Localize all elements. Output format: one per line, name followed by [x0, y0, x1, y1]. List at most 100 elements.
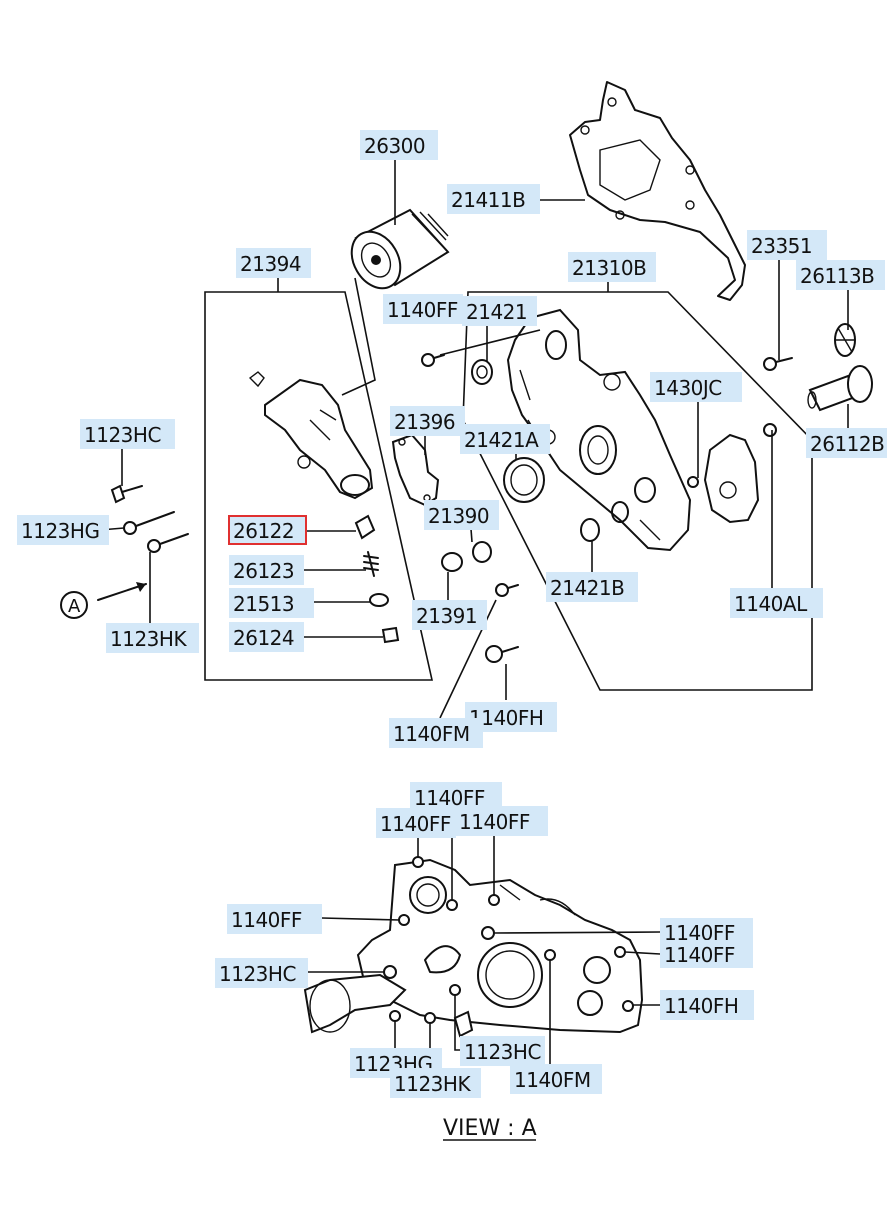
seal-21421A	[503, 457, 545, 503]
part-label-21421B[interactable]: 21421B	[546, 572, 638, 602]
svg-text:1123HK: 1123HK	[110, 627, 187, 651]
part-label-1123HK-b[interactable]: 1123HK	[390, 1068, 481, 1098]
bolt-1140FM	[495, 583, 519, 597]
svg-text:23351: 23351	[751, 234, 812, 258]
part-label-23351[interactable]: 23351	[747, 230, 827, 260]
relief-spring-26123	[363, 551, 379, 577]
part-label-1140FF-b[interactable]: 1140FF	[410, 782, 502, 812]
part-label-21421[interactable]: 21421	[462, 296, 537, 326]
svg-text:1140FH: 1140FH	[664, 994, 738, 1018]
bolt-1140FF	[421, 353, 445, 367]
part-label-1123HG-upper[interactable]: 1123HG	[17, 515, 109, 545]
part-label-1140FH-b[interactable]: 1140FH	[660, 990, 754, 1020]
part-label-1140AL[interactable]: 1140AL	[730, 588, 823, 618]
svg-text:1140FF: 1140FF	[380, 812, 451, 836]
gear-26113B	[834, 323, 856, 357]
part-label-1140FF-c[interactable]: 1140FF	[376, 808, 456, 838]
part-label-1140FF-g[interactable]: 1140FF	[660, 940, 753, 968]
bolt-1140AL	[763, 423, 777, 437]
svg-text:21396: 21396	[394, 410, 455, 434]
leader-1140FF-upper	[439, 329, 541, 356]
group-bracket-21310B	[462, 280, 813, 691]
part-label-21513[interactable]: 21513	[229, 588, 314, 618]
part-label-1123HC-b[interactable]: 1123HC	[215, 958, 308, 988]
svg-text:1140FM: 1140FM	[514, 1068, 591, 1092]
gear-cover-plate	[703, 433, 760, 524]
seal-21421B	[580, 518, 600, 542]
part-label-1140FF-e[interactable]: 1140FF	[227, 904, 322, 934]
part-label-21394[interactable]: 21394	[236, 248, 311, 278]
seal-21421	[471, 359, 493, 385]
svg-text:1140FM: 1140FM	[393, 722, 470, 746]
part-label-26112B[interactable]: 26112B	[806, 428, 887, 458]
part-label-26113B[interactable]: 26113B	[796, 260, 885, 290]
gear-shaft-26112B	[807, 365, 873, 412]
plug-21391	[441, 552, 463, 572]
part-label-21391[interactable]: 21391	[412, 600, 487, 630]
svg-text:26113B: 26113B	[800, 264, 874, 288]
svg-text:21411B: 21411B	[451, 188, 525, 212]
oring-21390	[472, 541, 492, 563]
leader-1123HC-c	[454, 995, 462, 1051]
svg-text:21310B: 21310B	[572, 256, 646, 280]
svg-text:1140FF: 1140FF	[231, 908, 302, 932]
part-label-1140FM-b[interactable]: 1140FM	[510, 1064, 602, 1094]
svg-text:21390: 21390	[428, 504, 489, 528]
view-a-pump-assembly	[303, 856, 644, 1038]
bolt-1123HG	[123, 511, 175, 535]
bolt-23351	[763, 357, 793, 371]
part-label-21310B[interactable]: 21310B	[568, 252, 656, 282]
part-label-1140FF-d[interactable]: 1140FF	[455, 806, 548, 836]
leader-1140FF-e	[321, 917, 401, 921]
svg-text:26124: 26124	[233, 626, 294, 650]
svg-text:1430JC: 1430JC	[654, 376, 722, 400]
svg-text:21513: 21513	[233, 592, 294, 616]
bolt-1123HK	[147, 533, 189, 553]
part-label-1123HC-upper[interactable]: 1123HC	[80, 419, 175, 449]
svg-text:26122: 26122	[233, 519, 294, 543]
part-label-1140FF-upper[interactable]: 1140FF	[383, 294, 463, 324]
svg-text:1123HK: 1123HK	[394, 1072, 471, 1096]
part-label-1140FM-upper[interactable]: 1140FM	[389, 718, 483, 748]
bracket-21394	[248, 371, 374, 500]
part-label-1123HK-upper[interactable]: 1123HK	[106, 623, 199, 653]
part-label-21390[interactable]: 21390	[424, 500, 499, 530]
part-label-21421A[interactable]: 21421A	[460, 424, 550, 454]
part-label-26124[interactable]: 26124	[229, 622, 304, 652]
part-label-26122[interactable]: 26122	[228, 515, 307, 545]
washer-21513	[369, 593, 389, 607]
part-label-1123HC-c[interactable]: 1123HC	[460, 1036, 545, 1066]
svg-text:1123HC: 1123HC	[464, 1040, 541, 1064]
leader-1140FF-g	[624, 951, 661, 955]
svg-text:1140FF: 1140FF	[459, 810, 530, 834]
svg-text:1123HC: 1123HC	[84, 423, 161, 447]
cover-21396	[391, 433, 440, 507]
svg-text:21421: 21421	[466, 300, 527, 324]
view-marker-a: A	[68, 596, 81, 617]
leader-filter-to-bracket	[341, 277, 376, 396]
oil-filter-26300	[350, 208, 450, 290]
part-label-1430JC[interactable]: 1430JC	[650, 372, 742, 402]
part-label-26123[interactable]: 26123	[229, 555, 304, 585]
svg-text:21421A: 21421A	[464, 428, 539, 452]
plug-26124	[381, 626, 400, 644]
svg-text:1123HC: 1123HC	[219, 962, 296, 986]
bolt-1123HC	[110, 484, 143, 504]
view-caption: VIEW : A	[443, 1116, 537, 1141]
svg-text:26300: 26300	[364, 134, 425, 158]
svg-text:21391: 21391	[416, 604, 477, 628]
part-label-21411B[interactable]: 21411B	[447, 184, 540, 214]
svg-text:21394: 21394	[240, 252, 301, 276]
bolt-1430JC	[687, 476, 699, 488]
group-bracket-21394	[204, 275, 433, 681]
svg-text:1140FF: 1140FF	[387, 298, 458, 322]
svg-text:26112B: 26112B	[810, 432, 884, 456]
part-label-26300[interactable]: 26300	[360, 130, 438, 160]
oil-pump-body-21310B	[506, 308, 692, 552]
view-a-arrow	[60, 582, 147, 619]
part-label-21396[interactable]: 21396	[390, 406, 465, 436]
svg-text:1123HG: 1123HG	[21, 519, 99, 543]
svg-text:26123: 26123	[233, 559, 294, 583]
bolt-1140FH	[485, 645, 519, 663]
